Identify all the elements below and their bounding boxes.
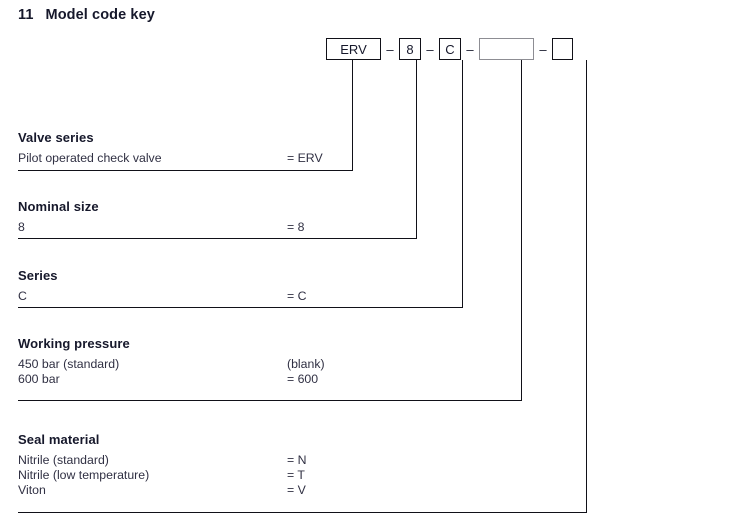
code-box-seal-material: [552, 38, 573, 60]
section-series: Series C = C: [18, 268, 306, 304]
connector-series: [462, 60, 464, 308]
spec-label: Pilot operated check valve: [18, 151, 162, 165]
spec-row: Nitrile (low temperature) = T: [18, 468, 305, 483]
section-heading: Series: [18, 268, 58, 283]
spec-label: 450 bar (standard): [18, 357, 120, 371]
connector-valve-series: [352, 60, 354, 171]
spec-value: = 8: [287, 220, 305, 234]
section-rows: 450 bar (standard) (blank) 600 bar = 600: [18, 357, 325, 387]
spec-row: C = C: [18, 289, 306, 304]
spec-row: 600 bar = 600: [18, 372, 318, 387]
spec-row: Viton = V: [18, 483, 306, 498]
rule-nominal-size: [18, 238, 417, 240]
section-rows: 8 = 8: [18, 220, 304, 235]
section-valve-series: Valve series Pilot operated check valve …: [18, 130, 323, 166]
spec-row: 8 = 8: [18, 220, 304, 235]
code-box-valve-series: ERV: [326, 38, 381, 60]
section-heading: Seal material: [18, 432, 100, 447]
code-separator-1: –: [386, 41, 394, 57]
code-separator-4: –: [539, 41, 547, 57]
model-code-row: ERV – 8 – C – –: [326, 38, 573, 60]
section-heading: Working pressure: [18, 336, 130, 351]
page-title-text: Model code key: [45, 7, 155, 23]
spec-value: = C: [287, 289, 307, 303]
spec-label: C: [18, 289, 27, 303]
spec-value: = T: [287, 468, 305, 482]
section-rows: C = C: [18, 289, 306, 304]
connector-seal-material: [586, 60, 588, 513]
code-box-series: C: [439, 38, 461, 60]
spec-value: = V: [287, 483, 306, 497]
spec-value: (blank): [287, 357, 325, 371]
rule-working-pressure: [18, 400, 522, 402]
page-title: 11 Model code key: [18, 7, 155, 23]
spec-row: 450 bar (standard) (blank): [18, 357, 325, 372]
code-box-working-pressure: [479, 38, 534, 60]
spec-row: Nitrile (standard) = N: [18, 453, 306, 468]
spec-label: Viton: [18, 483, 46, 497]
section-nominal-size: Nominal size 8 = 8: [18, 199, 304, 235]
rule-seal-material: [18, 512, 587, 514]
spec-value: = 600: [287, 372, 319, 386]
spec-label: Nitrile (standard): [18, 453, 109, 467]
spec-label: 600 bar: [18, 372, 60, 386]
spec-value: = N: [287, 453, 307, 467]
section-working-pressure: Working pressure 450 bar (standard) (bla…: [18, 336, 325, 387]
code-separator-2: –: [426, 41, 434, 57]
spec-value: = ERV: [287, 151, 323, 165]
rule-valve-series: [18, 170, 353, 172]
section-heading: Valve series: [18, 130, 94, 145]
spec-label: 8: [18, 220, 25, 234]
spec-label: Nitrile (low temperature): [18, 468, 150, 482]
connector-nominal-size: [416, 60, 418, 239]
spec-row: Pilot operated check valve = ERV: [18, 151, 323, 166]
code-separator-3: –: [466, 41, 474, 57]
connector-working-pressure: [521, 60, 523, 401]
section-heading: Nominal size: [18, 199, 99, 214]
section-seal-material: Seal material Nitrile (standard) = N Nit…: [18, 432, 306, 498]
section-rows: Pilot operated check valve = ERV: [18, 151, 323, 166]
page-title-number: 11: [18, 7, 34, 23]
rule-series: [18, 307, 463, 309]
section-rows: Nitrile (standard) = N Nitrile (low temp…: [18, 453, 306, 498]
code-box-nominal-size: 8: [399, 38, 421, 60]
